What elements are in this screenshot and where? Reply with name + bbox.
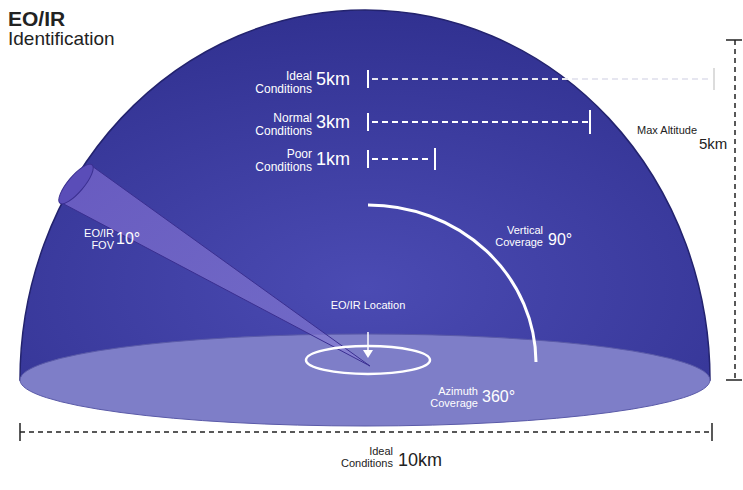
altitude-bracket — [726, 40, 742, 380]
location-arrowhead — [363, 350, 373, 358]
fov-cone — [60, 166, 370, 366]
range-value: 1km — [316, 150, 366, 169]
condition-label: Poor Conditions — [232, 148, 312, 173]
coverage-value: 90° — [548, 232, 588, 249]
condition-label: Normal Conditions — [232, 112, 312, 137]
altitude-label: Max Altitude — [637, 125, 697, 137]
condition-label: Ideal Conditions — [323, 446, 393, 469]
azimuth-ring — [306, 346, 430, 374]
range-value: 5km — [316, 70, 366, 89]
location-label: EO/IR Location — [328, 300, 408, 312]
diagram-title: EO/IR Identification — [8, 8, 118, 48]
dome — [20, 10, 710, 380]
width-bracket — [20, 423, 712, 441]
altitude-value: 5km — [699, 136, 733, 152]
fov-label: EO/IR FOV — [68, 228, 114, 251]
coverage-label: Vertical Coverage — [463, 225, 543, 248]
fov-cap — [54, 160, 98, 209]
coverage-value: 360° — [482, 389, 532, 406]
range-value: 10km — [398, 451, 458, 470]
range-value: 3km — [316, 113, 366, 132]
coverage-label: Azimuth Coverage — [408, 386, 478, 409]
condition-label: Ideal Conditions — [232, 70, 312, 95]
range-bars — [368, 68, 714, 170]
fov-value: 10° — [116, 231, 156, 248]
ground-disk — [20, 334, 710, 426]
